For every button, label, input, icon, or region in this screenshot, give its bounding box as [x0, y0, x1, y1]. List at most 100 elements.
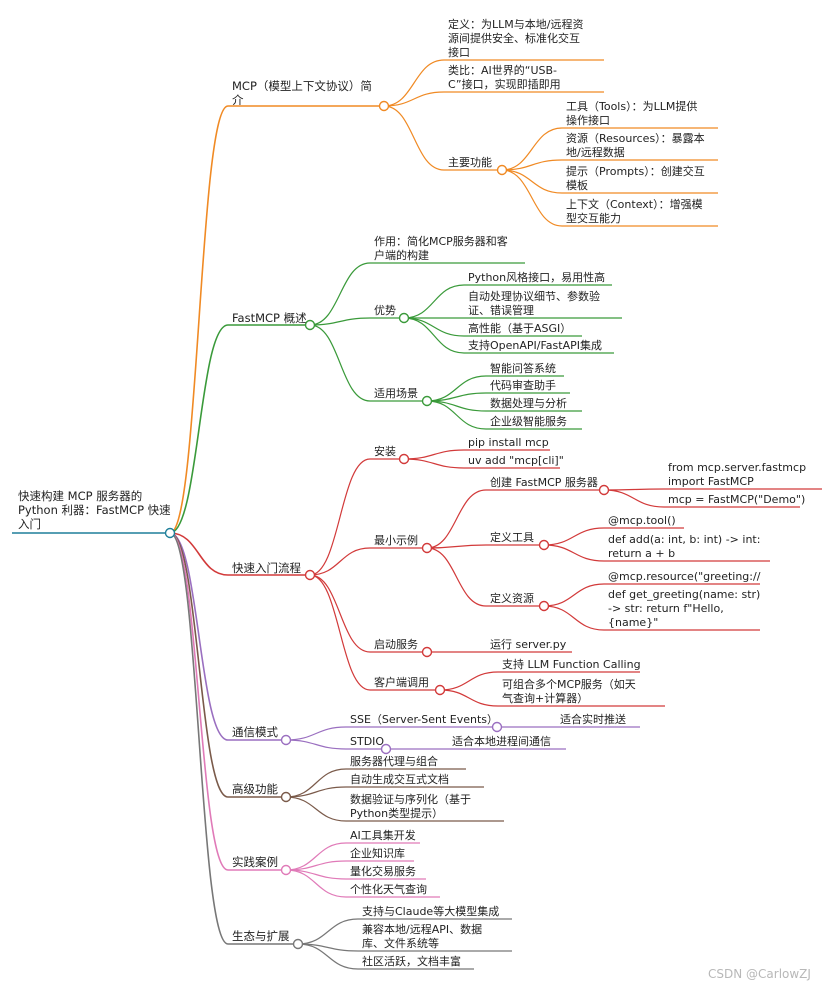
case-label-line: 实践案例	[232, 855, 278, 869]
quick-install-2-edge	[403, 458, 465, 469]
quick-res-1: @mcp.resource("greeting://	[608, 570, 761, 583]
eco-1: 支持与Claude等大模型集成	[362, 904, 499, 918]
eco-2-line: 兼容本地/远程API、数据	[362, 922, 482, 936]
fastmcp-adv-3-edge	[403, 317, 465, 337]
quick-start-1: 运行 server.py	[490, 638, 567, 651]
quick-res-2-line: -> str: return f"Hello,	[608, 602, 724, 615]
fastmcp-scene-2: 代码审查助手	[490, 378, 556, 392]
quick-min-node[interactable]	[421, 542, 433, 554]
eco-label-line: 生态与扩展	[232, 929, 290, 943]
fastmcp-scene-1-line: 智能问答系统	[490, 361, 556, 375]
case-4-line: 个性化天气查询	[350, 882, 427, 896]
adv-3-edge	[285, 796, 347, 822]
fastmcp-scene-line: 适用场景	[374, 386, 418, 400]
fastmcp-scene-4-line: 企业级智能服务	[490, 414, 567, 428]
quick-tool-2-edge	[543, 544, 605, 562]
eco-2: 兼容本地/远程API、数据库、文件系统等	[362, 922, 482, 950]
adv-1-line: 服务器代理与组合	[350, 754, 438, 768]
quick-client-2: 可组合多个MCP服务（如天气查询+计算器）	[502, 677, 636, 705]
mcp-tools-line: 工具（Tools）：为LLM提供	[566, 99, 697, 113]
quick-create-2: mcp = FastMCP("Demo")	[668, 493, 805, 506]
fastmcp-adv-3-line: 高性能（基于ASGI）	[468, 321, 571, 335]
quick-install-node[interactable]	[398, 453, 410, 465]
mcp-def-line: 接口	[448, 46, 470, 59]
quick-res-node[interactable]	[538, 600, 550, 612]
quick-res-1-edge	[543, 583, 605, 607]
mcp-edge	[169, 105, 229, 534]
comm-sse-node[interactable]	[491, 721, 503, 733]
mcp-resources-line: 资源（Resources）：暴露本	[566, 131, 705, 145]
case-4: 个性化天气查询	[350, 882, 427, 896]
quick-create-1-line: import FastMCP	[668, 475, 754, 488]
quick-start-edge	[309, 574, 371, 653]
quick-minimal-line: 最小示例	[374, 533, 418, 547]
quick-install-2-line: uv add "mcp[cli]"	[468, 454, 564, 467]
adv-2: 自动生成交互式文档	[350, 772, 449, 786]
fastmcp-adv-4-edge	[403, 317, 465, 354]
adv-3-line: Python类型提示）	[350, 806, 443, 820]
adv-2-edge	[285, 786, 347, 798]
quick-install-1: pip install mcp	[468, 436, 549, 449]
quick-tool-2-line: return a + b	[608, 547, 675, 560]
comm-stdio: STDIO	[350, 735, 384, 748]
quick-start-node[interactable]	[421, 646, 433, 658]
quick-tool-1-edge	[543, 527, 605, 546]
case-1-line: AI工具集开发	[350, 828, 416, 842]
quick-tool-node[interactable]	[538, 539, 550, 551]
case-3: 量化交易服务	[350, 864, 416, 878]
quick-create-node[interactable]	[598, 484, 610, 496]
fastmcp-node[interactable]	[304, 319, 316, 331]
fastmcp-adv-3: 高性能（基于ASGI）	[468, 321, 571, 335]
comm-sse-edge	[285, 726, 347, 741]
mcp-tools-line: 操作接口	[566, 113, 610, 127]
fastmcp-scene-4: 企业级智能服务	[490, 414, 567, 428]
root-node[interactable]	[164, 527, 176, 539]
quick-client-line: 客户端调用	[374, 675, 429, 689]
comm-node[interactable]	[280, 734, 292, 746]
fastmcp-role: 作用：简化MCP服务器和客户端的构建	[374, 234, 508, 262]
mcp-prompts-line: 提示（Prompts）：创建交互	[566, 164, 705, 178]
fastmcp-adv-2-line: 证、错误管理	[468, 303, 534, 317]
quick-create: 创建 FastMCP 服务器	[490, 475, 598, 489]
quick-start-line: 启动服务	[374, 638, 418, 651]
comm-edge	[169, 532, 229, 741]
comm-stdio-node[interactable]	[380, 743, 392, 755]
eco-node[interactable]	[292, 938, 304, 950]
comm-sse-note-line: 适合实时推送	[560, 712, 626, 726]
root-title-line: 快速构建 MCP 服务器的	[18, 489, 142, 503]
fastmcp-scene-node[interactable]	[421, 395, 433, 407]
mcp-context-edge	[501, 169, 563, 227]
mcp-def-line: 定义：为LLM与本地/远程资	[448, 17, 583, 31]
mcp-def-edge	[383, 59, 445, 107]
fastmcp-adv-node[interactable]	[398, 312, 410, 324]
quick-start: 启动服务	[374, 638, 418, 651]
adv-node[interactable]	[280, 791, 292, 803]
comm-label: 通信模式	[232, 725, 278, 739]
fastmcp-adv: 优势	[374, 304, 396, 317]
comm-sse: SSE（Server-Sent Events）	[350, 713, 498, 726]
mcp-resources-line: 地/远程数据	[566, 145, 625, 159]
mcp-analogy-line: C”接口，实现即插即用	[448, 77, 561, 91]
quick-create-edge	[426, 489, 487, 549]
fastmcp-role-edge	[309, 262, 371, 326]
case-2: 企业知识库	[350, 846, 405, 860]
mcp-features-node[interactable]	[496, 164, 508, 176]
fastmcp-scene-3: 数据处理与分析	[490, 396, 567, 410]
quick-client: 客户端调用	[374, 675, 429, 689]
case-node[interactable]	[280, 864, 292, 876]
quick-node[interactable]	[304, 569, 316, 581]
quick-label: 快速入门流程	[232, 561, 301, 575]
comm-stdio-note-line: 适合本地进程间通信	[452, 734, 551, 748]
quick-resource-line: 定义资源	[490, 591, 534, 605]
eco-3-line: 社区活跃，文档丰富	[362, 954, 461, 968]
quick-client-2-edge	[439, 689, 499, 707]
quick-client-1-line: 支持 LLM Function Calling	[502, 657, 641, 671]
quick-client-node[interactable]	[434, 684, 446, 696]
mcp-tools-edge	[501, 127, 563, 171]
adv-2-line: 自动生成交互式文档	[350, 772, 449, 786]
quick-install-2: uv add "mcp[cli]"	[468, 454, 564, 467]
case-4-edge	[285, 869, 347, 898]
mcp-node[interactable]	[378, 100, 390, 112]
